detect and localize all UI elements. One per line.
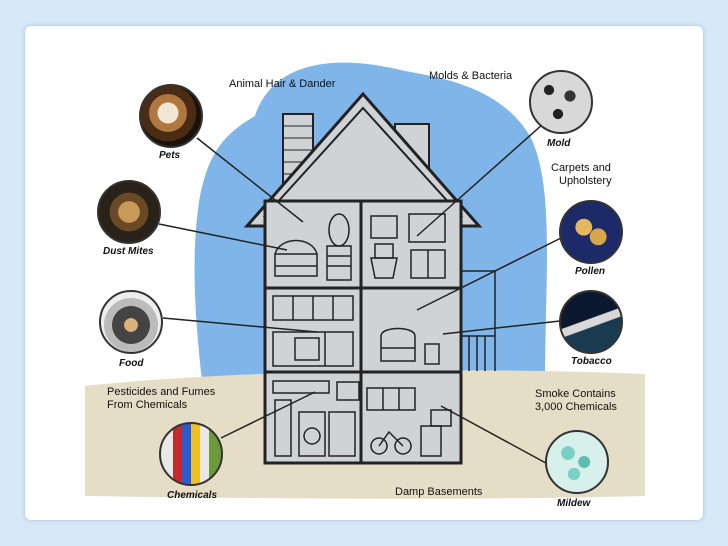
label-carpets-line1: Carpets and (551, 162, 611, 174)
storage (366, 387, 452, 457)
caption-mold: Mold (547, 138, 571, 149)
label-smoke-line1: Smoke Contains (535, 388, 616, 400)
label-smoke-line2: 3,000 Chemicals (535, 401, 617, 413)
label-carpets: Carpets and Upholstery (551, 162, 612, 188)
bed (274, 239, 318, 277)
label-smoke: Smoke Contains 3,000 Chemicals (535, 388, 617, 414)
chemicals-photo (159, 422, 223, 486)
mold-photo (529, 70, 593, 134)
label-molds-bacteria: Molds & Bacteria (429, 70, 513, 82)
slide: Animal Hair & Dander Molds & Bacteria Ca… (25, 26, 703, 520)
caption-pets: Pets (159, 150, 181, 161)
pets-photo (139, 84, 203, 148)
label-damp-basements: Damp Basements (395, 486, 483, 498)
house-diagram (85, 62, 645, 499)
label-carpets-line2: Upholstery (559, 175, 612, 187)
pointer-lines (158, 123, 574, 469)
label-pesticides-line2: From Chemicals (107, 399, 188, 411)
label-animal-hair: Animal Hair & Dander (229, 78, 336, 90)
label-pesticides-line1: Pesticides and Fumes (107, 386, 216, 398)
kitchen (272, 295, 354, 367)
dresser (326, 213, 352, 281)
laundry (272, 380, 360, 457)
tobacco-photo (559, 290, 623, 354)
mildew-photo (545, 430, 609, 494)
caption-food: Food (119, 358, 144, 369)
caption-dust-mites: Dust Mites (103, 246, 154, 257)
caption-chemicals: Chemicals (167, 490, 218, 501)
label-pesticides: Pesticides and Fumes From Chemicals (107, 386, 215, 412)
bathroom-fixtures (370, 213, 446, 279)
food-photo (99, 290, 163, 354)
caption-tobacco: Tobacco (571, 356, 612, 367)
dust-mites-photo (97, 180, 161, 244)
caption-pollen: Pollen (575, 266, 606, 277)
pollen-photo (559, 200, 623, 264)
caption-mildew: Mildew (557, 498, 591, 509)
armchair (380, 327, 440, 365)
